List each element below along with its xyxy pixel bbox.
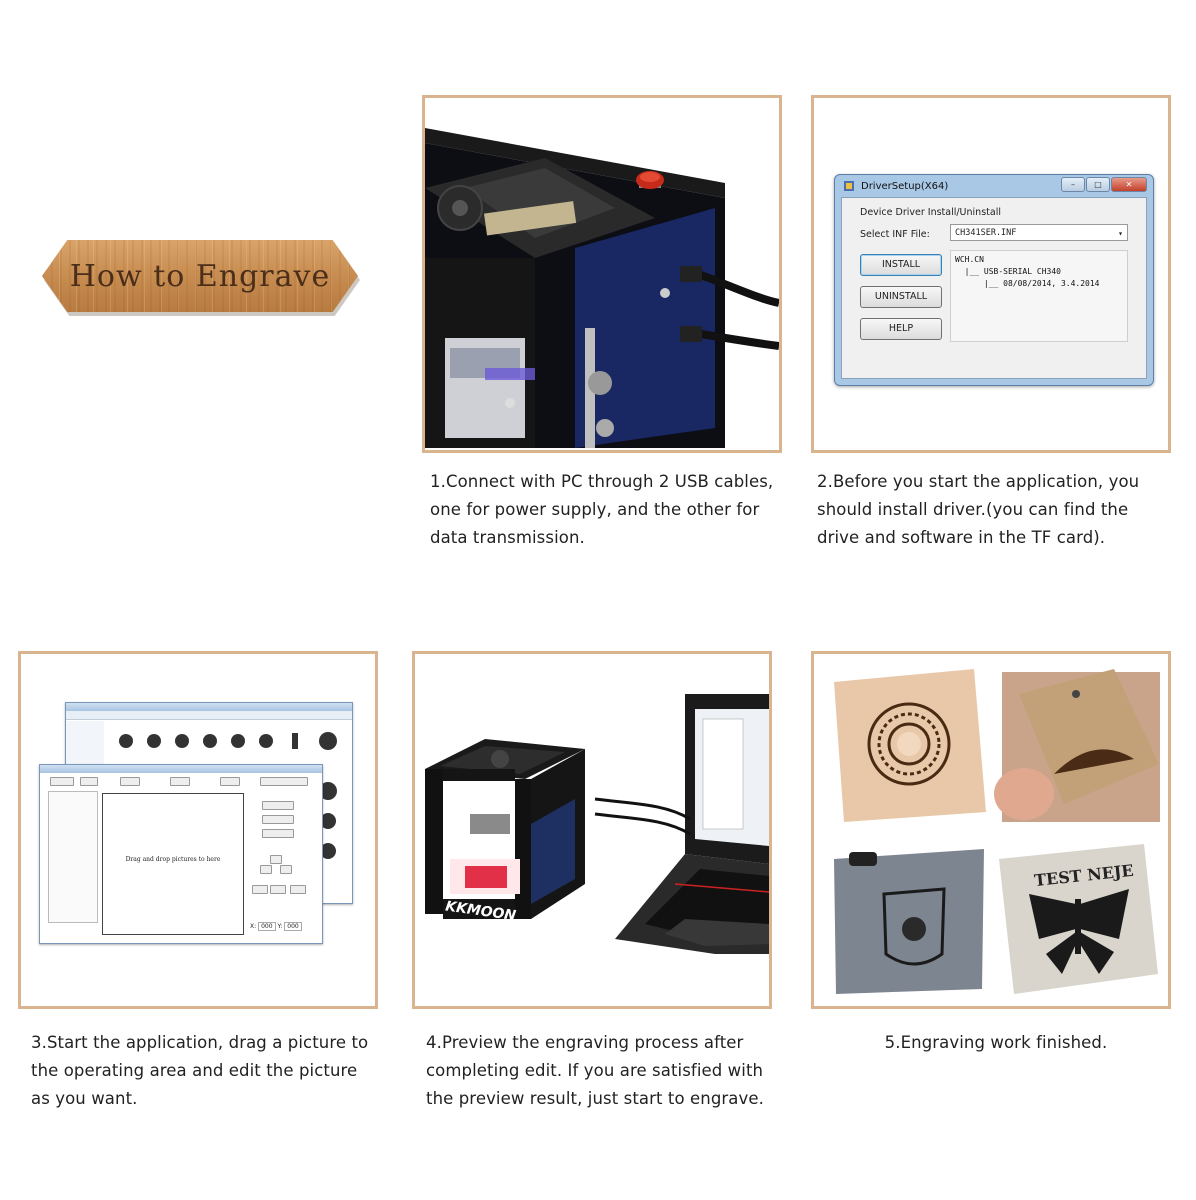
engraver-closeup-photo xyxy=(425,98,779,450)
caption-line: as you want. xyxy=(31,1089,138,1108)
close-icon[interactable]: ✕ xyxy=(1111,177,1147,192)
help-button[interactable]: HELP xyxy=(860,318,942,340)
window-controls: – □ ✕ xyxy=(1061,177,1147,192)
how-to-engrave-banner: How to Engrave xyxy=(42,240,358,312)
step3-caption: 3.Start the application, drag a picture … xyxy=(31,1029,391,1113)
group-label: Device Driver Install/Uninstall xyxy=(860,207,1001,218)
message-panel xyxy=(48,791,98,923)
app-icon xyxy=(844,181,854,191)
toolbar-button[interactable] xyxy=(80,777,98,786)
uninstall-button[interactable]: UNINSTALL xyxy=(860,286,942,308)
caption-line: should install driver.(you can find the xyxy=(817,500,1129,519)
x-value[interactable]: 000 xyxy=(258,922,276,931)
side-button[interactable] xyxy=(260,865,272,874)
step2-caption: 2.Before you start the application, you … xyxy=(817,468,1187,552)
y-label: Y: xyxy=(277,923,283,930)
dialog-body: Device Driver Install/Uninstall Select I… xyxy=(841,197,1147,379)
step4-image-frame: KKMOON xyxy=(412,651,772,1009)
step2-image-frame: DriverSetup(X64) – □ ✕ Device Driver Ins… xyxy=(811,95,1171,453)
step1-caption: 1.Connect with PC through 2 USB cables, … xyxy=(430,468,790,552)
driver-info-box: WCH.CN |__ USB-SERIAL CH340 |__ 08/08/20… xyxy=(950,250,1128,342)
engraver-app-window: Drag and drop pictures to here X: 000 Y:… xyxy=(39,764,323,944)
drop-hint: Drag and drop pictures to here xyxy=(125,856,221,863)
caption-line: drive and software in the TF card). xyxy=(817,528,1106,547)
caption-line: 1.Connect with PC through 2 USB cables, xyxy=(430,472,774,491)
butterfly-engraving xyxy=(1029,889,1129,974)
step1-image-frame xyxy=(422,95,782,453)
caption-line: data transmission. xyxy=(430,528,585,547)
side-button[interactable] xyxy=(270,885,286,894)
caption-line: the operating area and edit the picture xyxy=(31,1061,358,1080)
info-line: WCH.CN xyxy=(955,255,984,264)
caption-line: completing edit. If you are satisfied wi… xyxy=(426,1061,764,1080)
side-button[interactable] xyxy=(262,801,294,810)
caption-line: 2.Before you start the application, you xyxy=(817,472,1140,491)
inf-file-value: CH341SER.INF xyxy=(955,228,1017,238)
toolbar-button[interactable] xyxy=(220,777,240,786)
caption-line: 3.Start the application, drag a picture … xyxy=(31,1033,369,1052)
inf-file-select[interactable]: CH341SER.INF ▾ xyxy=(950,224,1128,241)
y-value[interactable]: 000 xyxy=(284,922,302,931)
drop-area[interactable]: Drag and drop pictures to here xyxy=(102,793,244,935)
caption-line: the preview result, just start to engrav… xyxy=(426,1089,764,1108)
maximize-icon[interactable]: □ xyxy=(1086,177,1110,192)
engraving-samples-photo: TEST NEJE xyxy=(814,654,1168,1006)
inf-file-label: Select INF File: xyxy=(860,229,930,240)
caption-line: one for power supply, and the other for xyxy=(430,500,760,519)
chevron-down-icon: ▾ xyxy=(1118,229,1123,238)
caption-line: 4.Preview the engraving process after xyxy=(426,1033,744,1052)
window-title: DriverSetup(X64) xyxy=(861,181,949,192)
driver-setup-window: DriverSetup(X64) – □ ✕ Device Driver Ins… xyxy=(834,174,1154,386)
toolbar-button[interactable] xyxy=(50,777,74,786)
x-label: X: xyxy=(250,923,257,930)
toolbar-button[interactable] xyxy=(260,777,308,786)
toolbar-button[interactable] xyxy=(120,777,140,786)
mandala-engraving xyxy=(867,702,951,786)
caption-line: 5.Engraving work finished. xyxy=(884,1033,1108,1052)
step3-image-frame: Drag and drop pictures to here X: 000 Y:… xyxy=(18,651,378,1009)
engraver-laptop-photo: KKMOON xyxy=(415,654,769,1006)
side-button[interactable] xyxy=(252,885,268,894)
install-button[interactable]: INSTALL xyxy=(860,254,942,276)
side-button[interactable] xyxy=(262,815,294,824)
minimize-icon[interactable]: – xyxy=(1061,177,1085,192)
toolbar-button[interactable] xyxy=(170,777,190,786)
coordinates: X: 000 Y: 000 xyxy=(250,922,302,931)
info-line: |__ USB-SERIAL CH340 xyxy=(955,267,1061,276)
step5-image-frame: TEST NEJE xyxy=(811,651,1171,1009)
side-button[interactable] xyxy=(280,865,292,874)
banner-title: How to Engrave xyxy=(69,258,331,294)
side-button[interactable] xyxy=(262,829,294,838)
side-button[interactable] xyxy=(270,855,282,864)
info-line: |__ 08/08/2014, 3.4.2014 xyxy=(955,279,1100,288)
step5-caption: 5.Engraving work finished. xyxy=(811,1029,1181,1057)
step4-caption: 4.Preview the engraving process after co… xyxy=(426,1029,796,1113)
side-button[interactable] xyxy=(290,885,306,894)
